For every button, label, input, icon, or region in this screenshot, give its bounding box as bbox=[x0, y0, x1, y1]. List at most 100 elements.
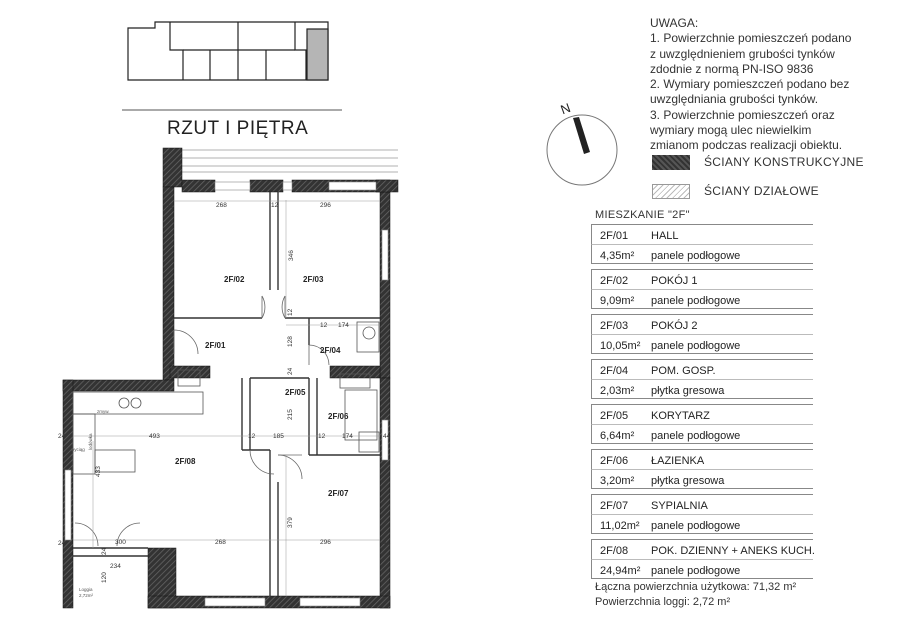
svg-text:12: 12 bbox=[318, 433, 326, 440]
room-code: 2F/05 bbox=[591, 404, 643, 424]
door-swings bbox=[74, 295, 330, 547]
room-name: POM. GOSP. bbox=[643, 359, 813, 379]
svg-text:24: 24 bbox=[58, 540, 66, 547]
note-line: 2. Wymiary pomieszczeń podano bez bbox=[650, 77, 850, 92]
legend-structural: ŚCIANY KONSTRUKCYJNE bbox=[652, 155, 892, 171]
usable-area-total: Łączna powierzchnia użytkowa: 71,32 m² bbox=[595, 581, 797, 593]
room-code: 2F/07 bbox=[591, 494, 643, 514]
room-label-2f03: 2F/03 bbox=[303, 275, 324, 284]
key-plan bbox=[127, 21, 329, 81]
room-name: POKÓJ 2 bbox=[643, 314, 813, 334]
svg-text:128: 128 bbox=[287, 336, 294, 347]
apartment-title: MIESZKANIE "2F" bbox=[595, 209, 690, 221]
hood-label: wyciąg bbox=[71, 447, 85, 452]
windows bbox=[64, 181, 389, 607]
room-area: 2,03m² bbox=[591, 379, 643, 399]
room-label-2f02: 2F/02 bbox=[224, 275, 245, 284]
fixture-labels: zmyw. lodówka wyciąg Loggia 2,72m² bbox=[71, 409, 110, 598]
room-entry: 2F/07 SYPIALNIA 11,02m² panele podłogowe bbox=[591, 494, 813, 539]
svg-text:296: 296 bbox=[320, 202, 331, 209]
room-code: 2F/03 bbox=[591, 314, 643, 334]
room-label-2f08: 2F/08 bbox=[175, 457, 196, 466]
room-code: 2F/01 bbox=[591, 224, 643, 244]
legend-partition-label: ŚCIANY DZIAŁOWE bbox=[704, 184, 819, 198]
legend-structural-label: ŚCIANY KONSTRUKCYJNE bbox=[704, 155, 864, 169]
compass: N bbox=[546, 100, 618, 186]
svg-text:268: 268 bbox=[216, 202, 227, 209]
svg-text:268: 268 bbox=[215, 539, 226, 546]
room-entry: 2F/04 POM. GOSP. 2,03m² płytka gresowa bbox=[591, 359, 813, 404]
svg-text:44: 44 bbox=[383, 540, 391, 547]
loggia-label: Loggia bbox=[79, 587, 93, 592]
room-label-2f05: 2F/05 bbox=[285, 388, 306, 397]
legend-partition: ŚCIANY DZIAŁOWE bbox=[652, 184, 892, 200]
room-entry: 2F/03 POKÓJ 2 10,05m² panele podłogowe bbox=[591, 314, 813, 359]
dimension-lines bbox=[73, 200, 380, 596]
note-line: uwzględniania grubości tynków. bbox=[650, 92, 819, 107]
compass-north-label: N bbox=[559, 100, 573, 117]
room-area: 11,02m² bbox=[591, 514, 643, 534]
room-entry: 2F/06 ŁAZIENKA 3,20m² płytka gresowa bbox=[591, 449, 813, 494]
room-label-2f07: 2F/07 bbox=[328, 489, 349, 498]
room-entry: 2F/01 HALL 4,35m² panele podłogowe bbox=[591, 224, 813, 269]
room-area: 9,09m² bbox=[591, 289, 643, 309]
room-area: 4,35m² bbox=[591, 244, 643, 264]
room-name: ŁAZIENKA bbox=[643, 449, 813, 469]
loggia-area-label: 2,72m² bbox=[79, 593, 94, 598]
room-label-2f01: 2F/01 bbox=[205, 341, 226, 350]
room-finish: panele podłogowe bbox=[643, 424, 813, 444]
svg-text:24: 24 bbox=[101, 547, 108, 555]
note-line: 1. Powierzchnie pomieszczeń podano bbox=[650, 31, 852, 46]
structural-wall-swatch bbox=[652, 155, 690, 170]
note-line: zmianom podczas realizacji obiektu. bbox=[650, 138, 843, 153]
area-totals: Łączna powierzchnia użytkowa: 71,32 m² P… bbox=[595, 580, 796, 610]
svg-text:174: 174 bbox=[342, 433, 353, 440]
room-finish: panele podłogowe bbox=[643, 514, 813, 534]
svg-text:174: 174 bbox=[338, 322, 349, 329]
svg-text:24: 24 bbox=[166, 204, 174, 211]
loggia-area-total: Powierzchnia loggi: 2,72 m² bbox=[595, 596, 731, 608]
room-finish: płytka gresowa bbox=[643, 379, 813, 399]
svg-text:12: 12 bbox=[248, 433, 256, 440]
room-finish: panele podłogowe bbox=[643, 559, 813, 579]
svg-text:44: 44 bbox=[383, 433, 391, 440]
note-line: wymiary mogą ulec niewielkim bbox=[650, 123, 812, 138]
svg-text:346: 346 bbox=[288, 250, 295, 261]
svg-text:12: 12 bbox=[271, 202, 279, 209]
room-finish: panele podłogowe bbox=[643, 289, 813, 309]
room-label-2f04: 2F/04 bbox=[320, 346, 341, 355]
plan-title: RZUT I PIĘTRA bbox=[167, 118, 309, 139]
svg-text:12: 12 bbox=[320, 322, 328, 329]
svg-text:493: 493 bbox=[149, 433, 160, 440]
svg-text:234: 234 bbox=[110, 563, 121, 570]
room-entry: 2F/08 POK. DZIENNY + ANEKS KUCH. 24,94m²… bbox=[591, 539, 815, 584]
room-finish: płytka gresowa bbox=[643, 469, 813, 489]
room-area: 24,94m² bbox=[591, 559, 643, 579]
room-entry: 2F/05 KORYTARZ 6,64m² panele podłogowe bbox=[591, 404, 813, 449]
room-name: POK. DZIENNY + ANEKS KUCH. bbox=[643, 539, 815, 559]
room-code: 2F/04 bbox=[591, 359, 643, 379]
room-schedule: 2F/01 HALL 4,35m² panele podłogowe 2F/02… bbox=[591, 224, 815, 584]
room-code: 2F/02 bbox=[591, 269, 643, 289]
structural-walls bbox=[62, 147, 399, 609]
svg-text:120: 120 bbox=[101, 572, 108, 583]
room-name: POKÓJ 1 bbox=[643, 269, 813, 289]
dimension-labels: 268 12 296 346 12 12 174 128 24 215 493 … bbox=[58, 202, 391, 583]
svg-text:300: 300 bbox=[115, 539, 126, 546]
partition-walls bbox=[73, 192, 380, 596]
svg-text:433: 433 bbox=[95, 466, 102, 477]
room-finish: panele podłogowe bbox=[643, 334, 813, 354]
room-name: HALL bbox=[643, 224, 813, 244]
room-labels: 2F/02 2F/03 2F/01 2F/04 2F/05 2F/06 2F/0… bbox=[175, 275, 349, 498]
partition-wall-swatch bbox=[652, 184, 690, 199]
room-area: 6,64m² bbox=[591, 424, 643, 444]
svg-text:24: 24 bbox=[58, 433, 66, 440]
note-line: 3. Powierzchnie pomieszczeń oraz bbox=[650, 107, 835, 122]
svg-text:24: 24 bbox=[287, 367, 294, 375]
room-entry: 2F/02 POKÓJ 1 9,09m² panele podłogowe bbox=[591, 269, 813, 314]
note-line: UWAGA: bbox=[650, 16, 699, 30]
svg-text:296: 296 bbox=[320, 539, 331, 546]
note-line: zdodnie z normą PN-ISO 9836 bbox=[650, 61, 814, 76]
top-balcony bbox=[182, 149, 398, 173]
